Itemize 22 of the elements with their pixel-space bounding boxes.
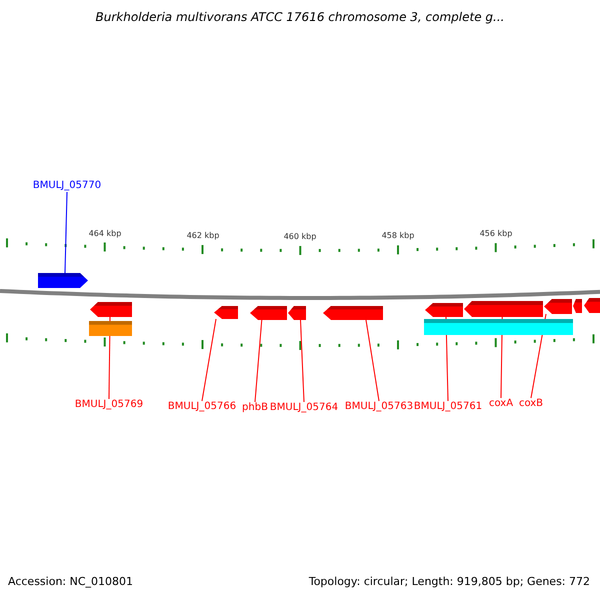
gene-label: coxA <box>488 398 514 410</box>
scale-label: 456 kbp <box>480 228 512 240</box>
scale-label: 462 kbp <box>186 230 220 242</box>
info-text: Topology: circular; Length: 919,805 bp; Genes: 772 <box>308 576 590 588</box>
gene-label: BMULJ_05766 <box>168 401 236 413</box>
leader-line <box>300 320 304 402</box>
leader-line <box>202 318 216 402</box>
gene-label: coxB <box>518 398 544 410</box>
scale-label: 464 kbp <box>88 228 122 240</box>
gene-label: BMULJ_05761 <box>414 401 482 413</box>
scale-label: 458 kbp <box>382 230 414 242</box>
gene-label: BMULJ_05763 <box>344 401 414 413</box>
map-title: Burkholderia multivorans ATCC 17616 chromosome 3, complete g... <box>96 10 504 24</box>
gene-label: BMULJ_05764 <box>270 402 338 414</box>
info-text: Accession: NC_010801 <box>8 576 134 588</box>
leader-line <box>254 320 262 402</box>
leader-line <box>366 320 380 402</box>
gene-label: BMULJ_05769 <box>74 399 144 411</box>
scale-label: 460 kbp <box>284 231 316 243</box>
gene-label: BMULJ_05770 <box>32 180 102 192</box>
gene-label: phbB <box>242 402 268 414</box>
leader-line <box>64 192 68 274</box>
